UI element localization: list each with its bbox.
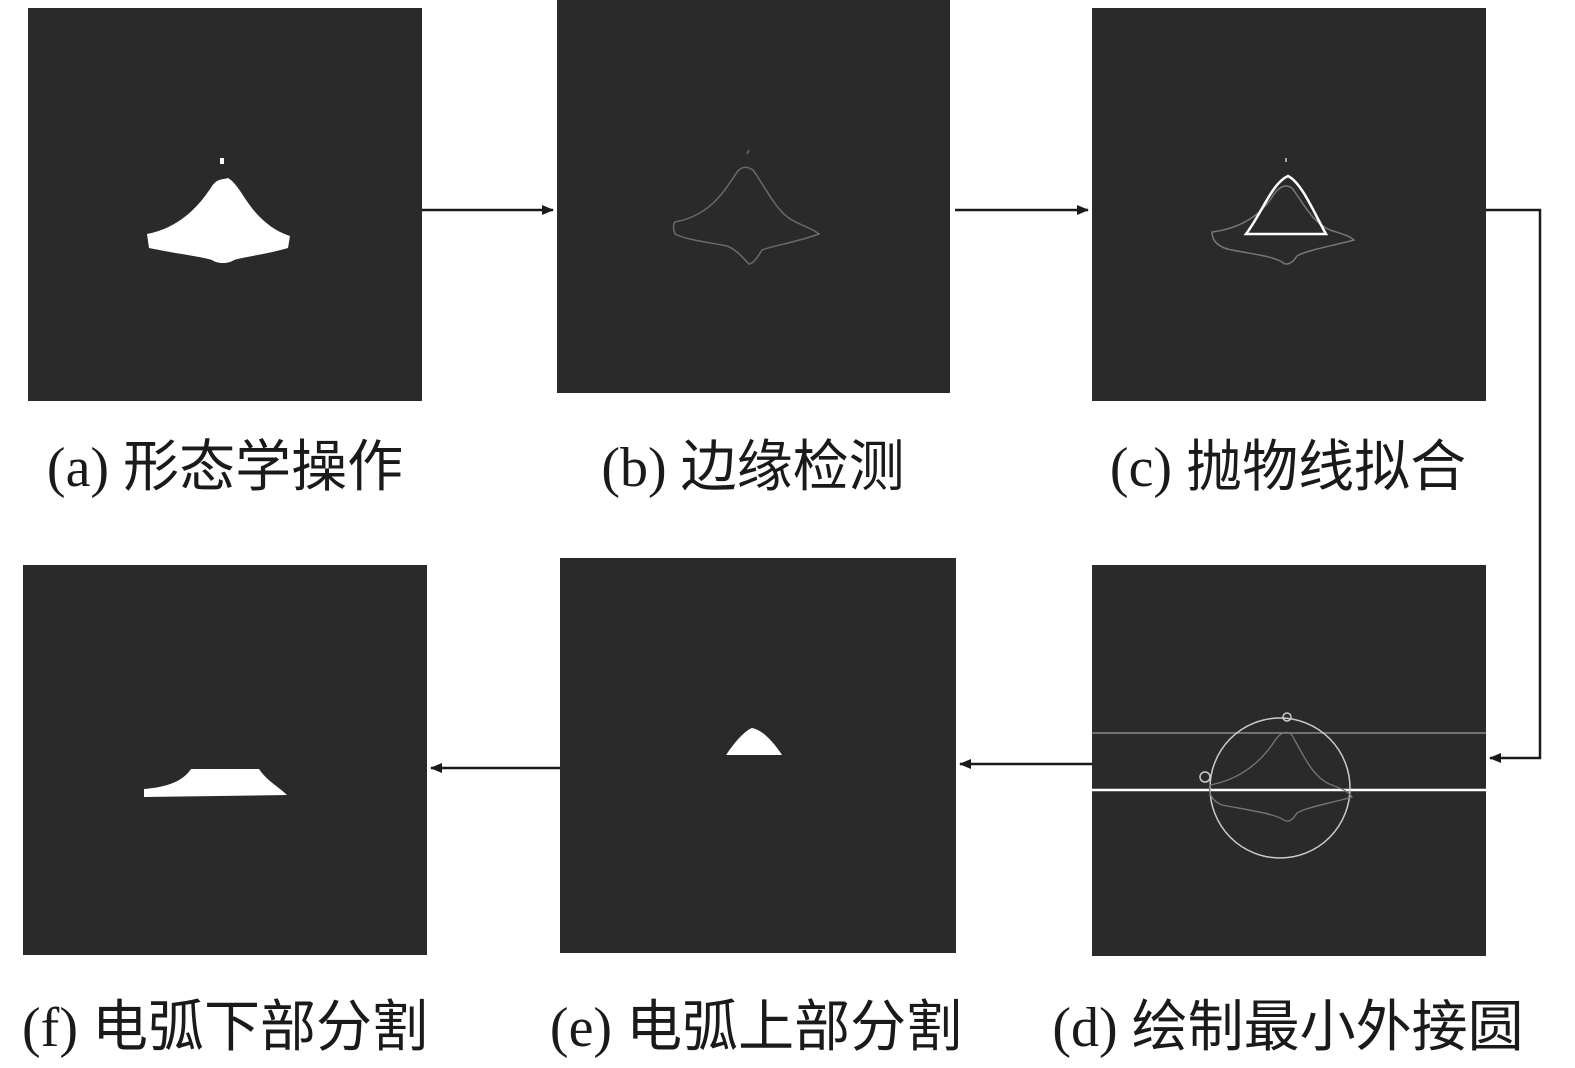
caption-e: (e) 电弧上部分割: [549, 997, 963, 1059]
caption-a: (a) 形态学操作: [46, 437, 404, 499]
lower-arc-shape: [144, 769, 287, 797]
panel-f-image: [23, 565, 427, 955]
panel-d-image: [1092, 565, 1486, 956]
edge-contour: [672, 149, 821, 265]
parabola-fit: [1211, 158, 1356, 265]
panel-a-image: [28, 8, 422, 401]
panel-b-image: [557, 0, 950, 393]
enclosing-circle: [1092, 712, 1486, 859]
caption-b: (b) 边缘检测: [601, 437, 905, 499]
caption-c: (c) 抛物线拟合: [1109, 437, 1467, 499]
caption-d: (d) 绘制最小外接圆: [1052, 997, 1524, 1059]
arrow-c-to-d: [1486, 208, 1542, 763]
panel-e-image: [560, 558, 956, 953]
upper-arc-shape: [726, 728, 782, 755]
panel-c-image: [1092, 8, 1486, 401]
caption-f: (f) 电弧下部分割: [22, 997, 428, 1059]
morphology-result-shape: [147, 158, 290, 263]
